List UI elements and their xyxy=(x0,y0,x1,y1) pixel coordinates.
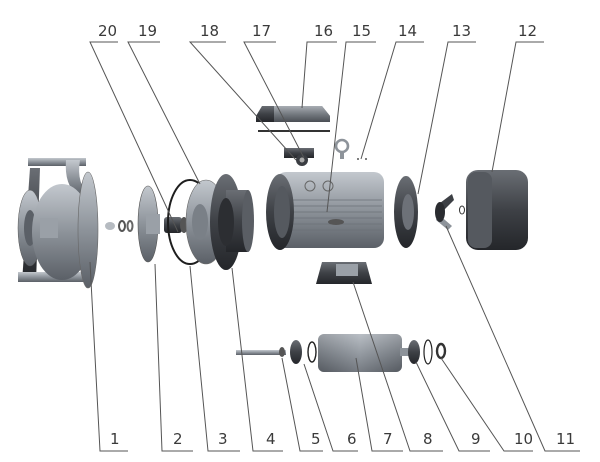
foot xyxy=(316,262,372,284)
motor-housing xyxy=(266,172,384,250)
callout-11: 11 xyxy=(556,430,575,448)
leader-line-5 xyxy=(281,357,323,452)
callout-8: 8 xyxy=(423,430,433,448)
pump-casing xyxy=(17,158,99,289)
callout-12: 12 xyxy=(518,22,537,40)
leader-line-14 xyxy=(360,41,424,160)
rear-bearing xyxy=(408,340,420,364)
callout-4: 4 xyxy=(266,430,276,448)
callout-7: 7 xyxy=(383,430,393,448)
shaft-key xyxy=(279,347,285,357)
leader-line-2 xyxy=(154,263,193,452)
callout-10: 10 xyxy=(514,430,533,448)
leader-line-9 xyxy=(415,361,490,452)
impeller xyxy=(137,185,160,263)
callout-3: 3 xyxy=(218,430,228,448)
callout-1: 1 xyxy=(110,430,120,448)
terminal-box-cover xyxy=(256,106,330,122)
leader-line-13 xyxy=(417,41,476,195)
gasket xyxy=(258,130,330,132)
callout-2: 2 xyxy=(173,430,183,448)
rotor xyxy=(318,334,410,372)
callout-20: 20 xyxy=(98,22,117,40)
eye-bolt xyxy=(334,138,367,160)
leader-line-7 xyxy=(355,357,403,452)
leader-line-3 xyxy=(189,265,240,452)
bracket xyxy=(210,174,254,270)
leader-line-18 xyxy=(188,41,297,161)
shaft xyxy=(236,350,286,355)
callout-16: 16 xyxy=(314,22,333,40)
leader-line-8 xyxy=(352,281,443,452)
callout-9: 9 xyxy=(471,430,481,448)
leader-line-20 xyxy=(89,41,179,233)
fan-cover xyxy=(466,170,528,250)
callout-19: 19 xyxy=(138,22,157,40)
leader-line-1 xyxy=(89,261,128,452)
leader-line-12 xyxy=(491,41,544,173)
rear-end-cover xyxy=(394,176,418,248)
wave-washer xyxy=(435,342,447,360)
terminal-block xyxy=(284,148,314,166)
leader-line-19 xyxy=(127,41,201,185)
callout-5: 5 xyxy=(311,430,321,448)
leader-line-4 xyxy=(231,267,283,452)
callout-18: 18 xyxy=(200,22,219,40)
leader-line-16 xyxy=(301,41,337,109)
leader-line-15 xyxy=(326,41,376,213)
front-bearing xyxy=(290,340,317,364)
callout-13: 13 xyxy=(452,22,471,40)
callout-15: 15 xyxy=(352,22,371,40)
leader-line-17 xyxy=(243,41,305,159)
callout-14: 14 xyxy=(398,22,417,40)
rear-o-ring xyxy=(423,339,433,365)
leader-line-6 xyxy=(303,363,358,452)
leader-lines xyxy=(89,41,580,452)
callout-17: 17 xyxy=(252,22,271,40)
callout-6: 6 xyxy=(347,430,357,448)
leader-line-11 xyxy=(445,225,580,452)
fan xyxy=(435,194,465,230)
leader-line-10 xyxy=(440,357,533,452)
impeller-nut xyxy=(105,220,134,232)
